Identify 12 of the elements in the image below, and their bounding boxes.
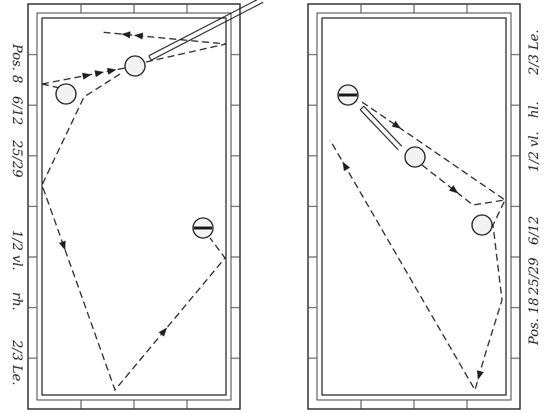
- position-note: 6/12: [9, 96, 24, 126]
- position-note: 25/29: [9, 140, 24, 178]
- position-note: Pos. 8: [9, 44, 24, 84]
- position-note: 1/2 vl.: [9, 230, 24, 271]
- position-note: rh.: [9, 292, 24, 311]
- position-note: 2/3 Le.: [9, 340, 24, 386]
- position-note: 25/29: [527, 258, 542, 295]
- position-note: Pos. 18: [527, 297, 542, 345]
- position-note: 6/12: [527, 216, 542, 245]
- position-note: hl.: [527, 101, 542, 118]
- position-note: 2/3 Le.: [527, 29, 542, 75]
- position-note: 1/2 vl.: [527, 131, 542, 172]
